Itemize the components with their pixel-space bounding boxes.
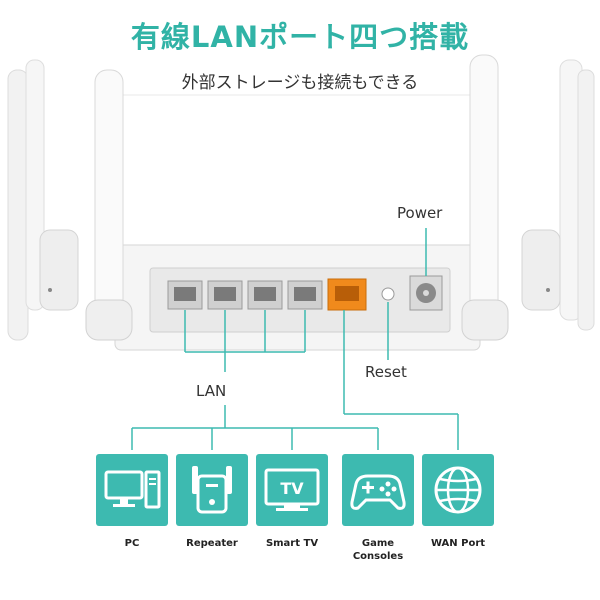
subheadline: 外部ストレージも接続もできる (181, 73, 419, 93)
lan-bracket-lines (184, 310, 306, 372)
antenna-left-far (39, 229, 79, 311)
reset-label: Reset (365, 363, 407, 381)
device-label-pc: PC (124, 538, 140, 549)
device-tile-pc (96, 454, 168, 526)
device-tile-wan-port (422, 454, 494, 526)
connection-lines (131, 310, 459, 450)
globe-icon (434, 466, 482, 514)
reset-hole (381, 287, 395, 301)
device-tile-game-consoles (342, 454, 414, 526)
antenna-right-far (521, 229, 561, 311)
power-label: Power (397, 204, 443, 222)
device-label-wan-port: WAN Port (430, 538, 486, 549)
antenna-right-inner (461, 54, 509, 341)
device-tile-smart-tv: TV (256, 454, 328, 526)
gamepad-icon (350, 474, 406, 510)
lan-port-3 (247, 280, 283, 310)
device-label-repeater: Repeater (186, 538, 238, 549)
antenna-right-outer (559, 59, 595, 331)
router-body (119, 94, 476, 256)
power-jack (409, 275, 443, 311)
lan-port-2 (207, 280, 243, 310)
wan-port (327, 278, 367, 311)
lan-port-1 (167, 280, 203, 310)
pc-icon (104, 470, 161, 509)
antenna-left-inner (85, 69, 133, 341)
lan-port-4 (287, 280, 323, 310)
headline: 有線LANポート四つ搭載 (130, 20, 470, 54)
router-illustration (7, 54, 595, 372)
device-label-smart-tv: Smart TV (265, 538, 319, 549)
device-tile-repeater (176, 454, 248, 526)
repeater-icon (192, 466, 232, 514)
tv-icon-text: TV (280, 479, 304, 498)
lan-label: LAN (196, 382, 227, 400)
tv-icon: TV (264, 468, 320, 511)
